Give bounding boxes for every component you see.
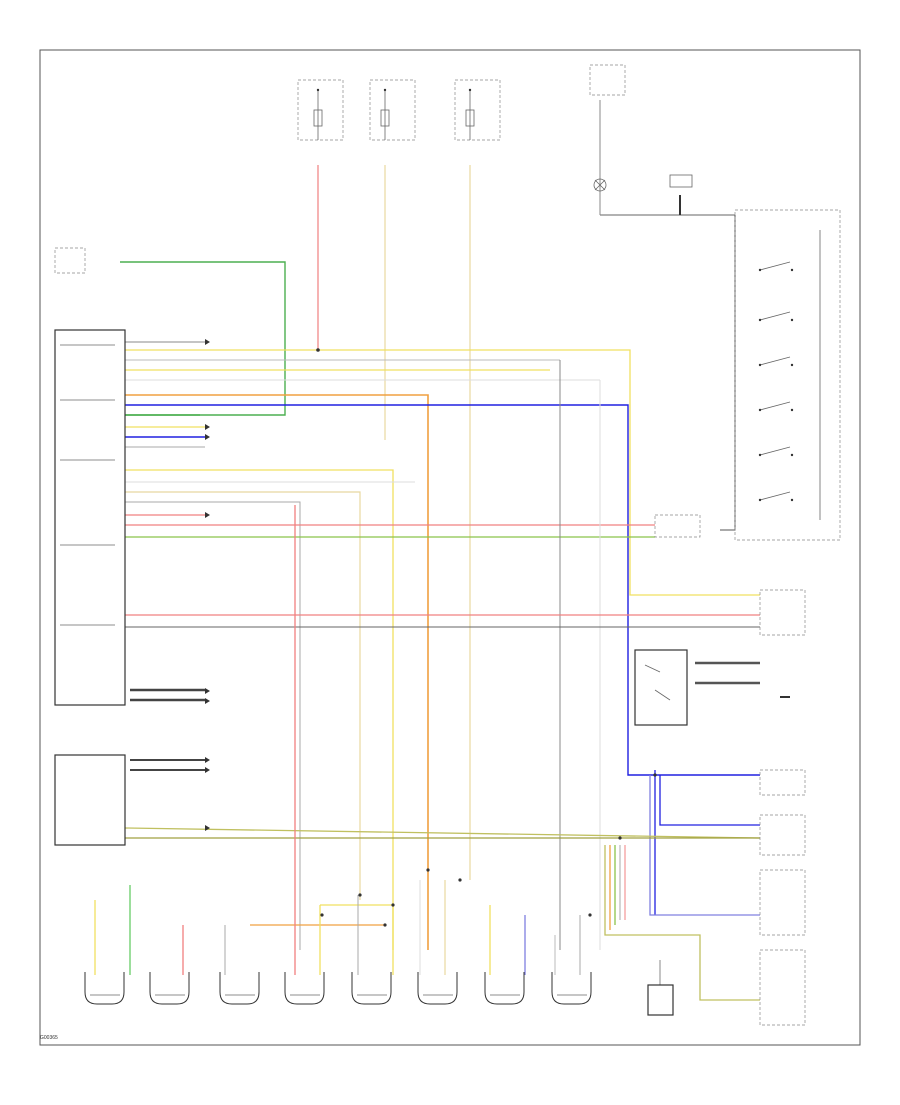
wire-green-sensor bbox=[120, 261, 286, 416]
fuse-box-3 bbox=[454, 79, 501, 141]
speaker-4 bbox=[284, 972, 325, 1005]
antenna-amplifier bbox=[634, 649, 688, 726]
wires bbox=[94, 100, 790, 1001]
cd-changer bbox=[54, 754, 126, 846]
clockspring bbox=[654, 514, 701, 538]
speaker-7 bbox=[484, 972, 525, 1005]
right-connectors bbox=[759, 589, 806, 1026]
switch-2 bbox=[758, 311, 794, 322]
speaker-8 bbox=[551, 972, 592, 1005]
fuse-box-1 bbox=[297, 79, 344, 141]
switch-5 bbox=[758, 446, 794, 457]
wire-yellow-1 bbox=[125, 349, 760, 596]
diagram-code: G00365 bbox=[40, 1035, 58, 1041]
wire-orange-1 bbox=[125, 394, 429, 950]
speaker-5 bbox=[351, 972, 392, 1005]
relay-top-right bbox=[589, 64, 693, 192]
diagram-frame bbox=[39, 49, 861, 1046]
splices bbox=[316, 348, 657, 927]
wire-blue-1 bbox=[125, 404, 760, 776]
speaker-6 bbox=[417, 972, 458, 1005]
fuse-box-2 bbox=[369, 79, 416, 141]
switch-1 bbox=[758, 261, 794, 272]
switch-4 bbox=[758, 401, 794, 412]
switch-3 bbox=[758, 356, 794, 367]
speakers bbox=[84, 972, 674, 1016]
harness-stubs bbox=[130, 688, 205, 771]
switch-6 bbox=[758, 491, 794, 502]
sensor-top-left bbox=[54, 247, 86, 274]
ground-arrows bbox=[205, 339, 210, 831]
speaker-2 bbox=[149, 972, 190, 1005]
head-unit-pins bbox=[60, 344, 115, 626]
head-unit bbox=[54, 329, 126, 706]
subwoofer-amp bbox=[647, 984, 674, 1016]
wire-tan-2 bbox=[125, 491, 361, 900]
steering-panel bbox=[734, 209, 841, 541]
speaker-1 bbox=[84, 972, 125, 1005]
speaker-3 bbox=[219, 972, 260, 1005]
wire-yellow-3 bbox=[125, 469, 394, 950]
